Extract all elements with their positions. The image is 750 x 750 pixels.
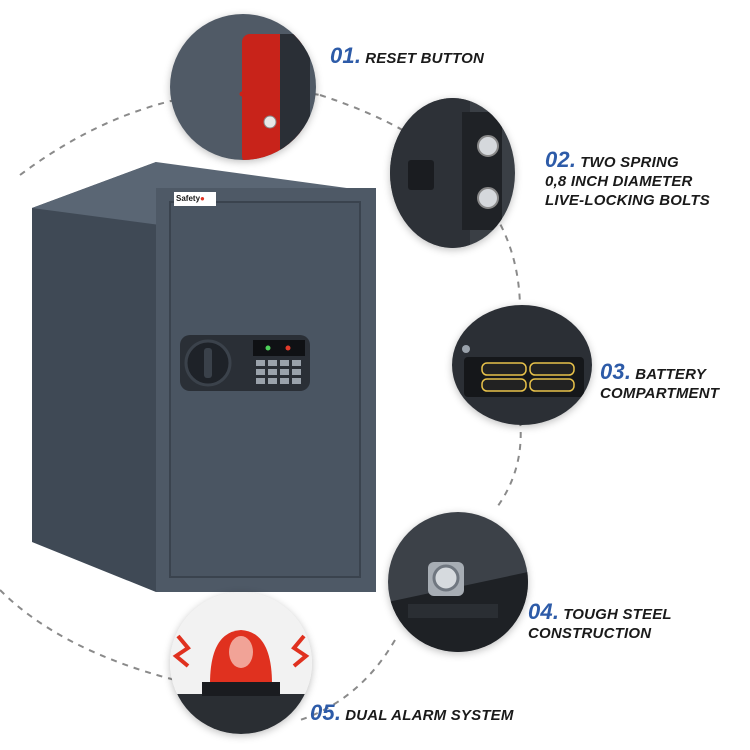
feature-text-line: COMPARTMENT	[600, 385, 720, 402]
brand-logo: Safety●	[176, 194, 205, 203]
detail-circle-alarm-system	[170, 592, 312, 734]
feature-number: 04.	[528, 599, 560, 624]
feature-text: RESET BUTTON	[365, 50, 484, 67]
feature-text-line: BATTERY	[635, 366, 707, 383]
feature-label-05: 05.DUAL ALARM SYSTEM	[310, 700, 514, 725]
feature-number: 05.	[310, 700, 342, 725]
detail-circle-battery-compartment	[452, 305, 592, 425]
feature-text-line: CONSTRUCTION	[528, 625, 652, 642]
feature-label-02: 02.TWO SPRING 0,8 INCH DIAMETER LIVE-LOC…	[545, 147, 710, 210]
brand-logo-text: Safety	[176, 194, 201, 203]
feature-label-01: 01.RESET BUTTON	[330, 43, 484, 68]
detail-circle-reset-button	[170, 14, 316, 160]
feature-text-line: TOUGH STEEL	[563, 606, 672, 623]
feature-number: 01.	[330, 43, 362, 68]
feature-number: 02.	[545, 147, 577, 172]
detail-circle-steel-construction	[388, 512, 528, 652]
feature-text: DUAL ALARM SYSTEM	[345, 707, 514, 724]
detail-circle-locking-bolts	[390, 98, 515, 248]
feature-text-line: 0,8 INCH DIAMETER	[545, 173, 693, 190]
feature-text-line: TWO SPRING	[580, 154, 679, 171]
safe-illustration	[32, 162, 376, 592]
feature-label-04: 04.TOUGH STEEL CONSTRUCTION	[528, 599, 672, 643]
feature-text-line: LIVE-LOCKING BOLTS	[545, 192, 710, 209]
feature-label-03: 03.BATTERY COMPARTMENT	[600, 359, 720, 403]
feature-number: 03.	[600, 359, 632, 384]
